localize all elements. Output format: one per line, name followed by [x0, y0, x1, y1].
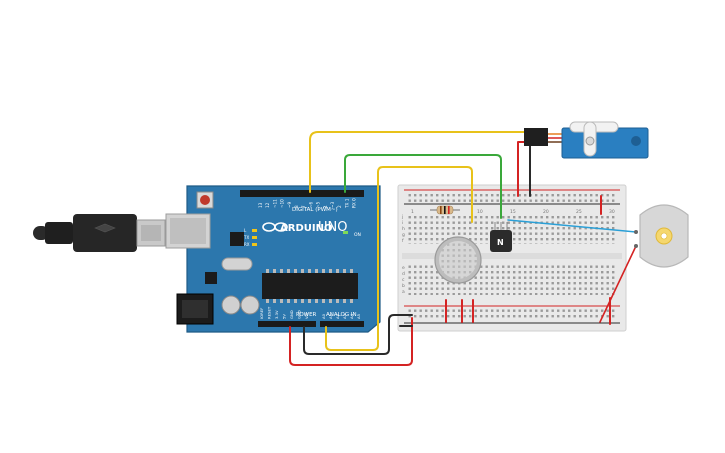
breadboard-column-number: 10 [477, 209, 483, 215]
breadboard-column-number: 25 [576, 209, 582, 215]
wire-red-motor [599, 245, 637, 323]
arduino-model: UNO [318, 220, 347, 235]
analog-pin-label: A1 [328, 313, 333, 319]
tx-led-label: TX [243, 235, 249, 240]
servo-motor[interactable] [524, 121, 649, 159]
breadboard-column-number: 1 [411, 209, 414, 215]
breadboard-column-number: 30 [609, 209, 615, 215]
wire-yellow-sensor [325, 166, 473, 351]
power-label: POWER [296, 312, 317, 318]
wire-yellow-servo [309, 131, 533, 193]
wires [289, 131, 637, 366]
digital-pin-label: ~9 [287, 201, 292, 208]
power-pin-label: Vin [304, 312, 309, 319]
on-led-label: ON [354, 232, 361, 238]
digital-pin-label: TX 1 [344, 198, 349, 209]
analog-pin-label: A3 [342, 313, 347, 319]
breadboard-row-letter: h [402, 226, 405, 232]
digital-pin-label: 8 [294, 205, 299, 208]
wire-black-gnd [303, 314, 413, 355]
arduino-brand: ARDUINO [280, 223, 332, 234]
digital-pin-label: 2 [337, 205, 342, 208]
breadboard-row-letter: c [402, 278, 405, 283]
breadboard-row-letter: g [402, 233, 405, 238]
gas-sensor[interactable] [434, 236, 482, 284]
usb-cable [33, 214, 166, 252]
digital-pin-label: ~3 [330, 201, 335, 208]
analog-pin-label: A2 [335, 313, 340, 319]
l-led-label: L [244, 228, 247, 233]
digital-pin-label: 4 [323, 205, 328, 208]
digital-pin-label: 12 [265, 202, 270, 208]
breadboard-column-number: 15 [510, 209, 516, 215]
analog-pin-label: A4 [349, 313, 354, 319]
breadboard-row-letter: j [401, 214, 403, 220]
digital-pin-label: ~10 [280, 199, 285, 208]
breadboard-row-letter: i [402, 220, 403, 226]
digital-pin-label: 7 [301, 205, 306, 208]
breadboard[interactable] [397, 184, 627, 332]
breadboard-row-letter: e [402, 266, 405, 271]
breadboard-column-number: 20 [543, 209, 549, 215]
digital-label: DIGITAL (PWM~) [292, 207, 338, 213]
digital-pin-label: ~6 [308, 201, 313, 208]
power-pin-label: RESET [267, 306, 272, 319]
resistor[interactable] [430, 205, 460, 215]
power-pin-label: 3.3V [274, 310, 279, 319]
wire-red-5v [289, 317, 413, 366]
power-pin-label: GND [289, 310, 294, 319]
power-pin-label: 5V [282, 314, 287, 319]
breadboard-row-letter: b [402, 283, 405, 289]
digital-pin-label: RX 0 [352, 198, 357, 208]
wire-green [344, 154, 502, 219]
digital-pin-label: ~11 [272, 199, 277, 208]
arduino-board[interactable] [165, 185, 381, 333]
dc-motor[interactable] [634, 204, 689, 268]
power-pin-label: IOREF [259, 308, 264, 319]
breadboard-row-letter: a [402, 290, 405, 295]
digital-pin-label: 13 [258, 202, 263, 208]
analog-pin-label: A5 [356, 313, 361, 319]
breadboard-row-letter: f [402, 238, 404, 244]
breadboard-row-letter: d [402, 271, 405, 277]
wire-blue [507, 219, 637, 233]
digital-pin-label: ~5 [316, 201, 321, 208]
power-pin-label: GND [297, 310, 302, 319]
analog-label: ANALOG IN [326, 312, 357, 318]
rx-led-label: RX [244, 242, 250, 247]
analog-pin-label: A0 [321, 313, 326, 319]
arduino-logo [262, 222, 288, 232]
transistor-label: N [497, 238, 504, 247]
transistor[interactable] [490, 222, 512, 252]
